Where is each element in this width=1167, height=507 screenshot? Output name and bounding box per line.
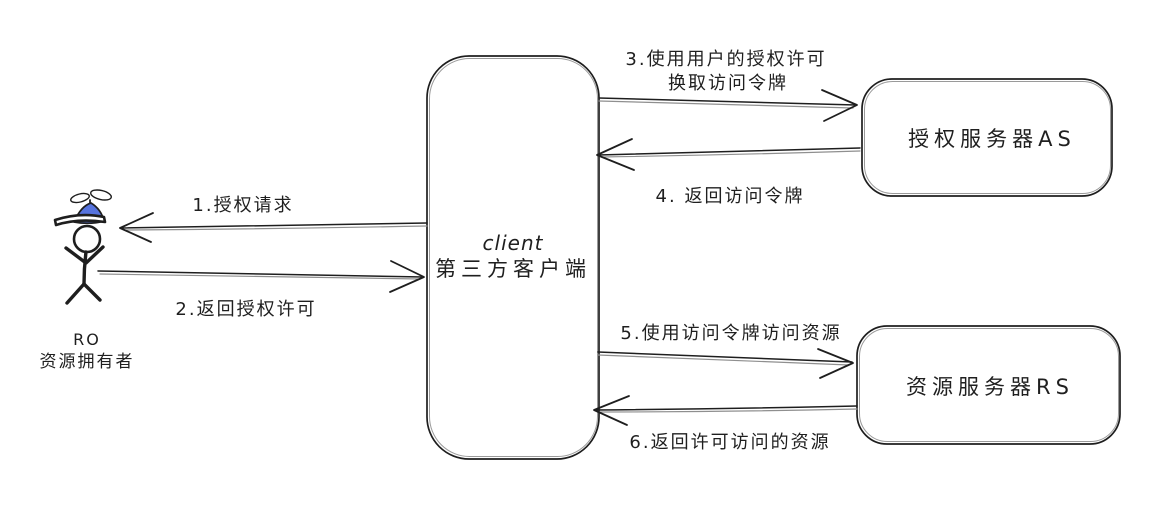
propeller-left-blade: [70, 192, 90, 204]
client-label-en: client: [482, 231, 544, 255]
arrow-3-label-line2: 换取访问令牌: [668, 73, 788, 94]
arrow-3: [598, 89, 858, 122]
figure-torso: [82, 250, 88, 286]
client-box: [426, 55, 600, 460]
auth-server-box: [861, 78, 1113, 197]
resource-owner-abbr: RO: [73, 330, 101, 349]
arrow-5: [597, 348, 854, 379]
arrow-2-shaft-ghost: [99, 273, 421, 280]
client-label-zh: 第三方客户端: [435, 257, 591, 281]
resource-server-box: [856, 325, 1121, 445]
arrow-1: [119, 212, 428, 243]
figure-head: [72, 224, 102, 254]
figure-leg-right: [82, 282, 102, 302]
arrow-3-head: [821, 89, 858, 122]
arrow-4-shaft-ghost: [600, 150, 861, 158]
propeller-right-blade: [90, 189, 112, 201]
figure-leg-left: [65, 282, 86, 305]
arrow-2-label: 2.返回授权许可: [175, 299, 317, 320]
arrow-2: [97, 260, 425, 293]
resource-owner-name: 资源拥有者: [39, 351, 135, 372]
client-label: client 第三方客户端: [435, 231, 591, 282]
arrow-3-shaft-ghost: [598, 100, 854, 109]
arrow-6-head: [593, 395, 630, 426]
auth-server-label: 授权服务器AS: [908, 127, 1076, 151]
arrow-2-shaft: [97, 270, 424, 278]
arrow-5-shaft: [597, 351, 853, 363]
resource-owner-label: RO 资源拥有者: [40, 330, 135, 373]
arrow-1-head: [119, 212, 154, 243]
arrow-4-label: 4. 返回访问令牌: [655, 186, 805, 207]
arrow-3-shaft: [598, 97, 857, 106]
arrow-6-shaft: [594, 405, 858, 411]
arrow-4-head: [596, 138, 635, 171]
arrow-2-head: [389, 260, 425, 293]
arrow-3-label-line1: 3.使用用户的授权许可: [625, 49, 827, 70]
arrow-5-head: [817, 348, 854, 379]
arrow-5-shaft-ghost: [597, 354, 850, 366]
hat-brim: [53, 213, 107, 227]
arrow-5-label: 5.使用访问令牌访问资源: [620, 323, 842, 344]
arrow-1-shaft: [120, 222, 428, 229]
resource-server-label: 资源服务器RS: [906, 375, 1074, 399]
arrow-6-shaft-ghost: [597, 408, 858, 413]
arrow-1-label: 1.授权请求: [192, 195, 294, 216]
arrow-6: [593, 395, 858, 426]
arrow-6-label: 6.返回许可访问的资源: [629, 432, 831, 453]
arrow-4-shaft: [597, 147, 861, 156]
resource-owner-figure: [53, 189, 112, 305]
arrow-1-shaft-ghost: [123, 225, 428, 231]
figure-arms: [64, 245, 105, 265]
arrow-4: [596, 138, 861, 171]
